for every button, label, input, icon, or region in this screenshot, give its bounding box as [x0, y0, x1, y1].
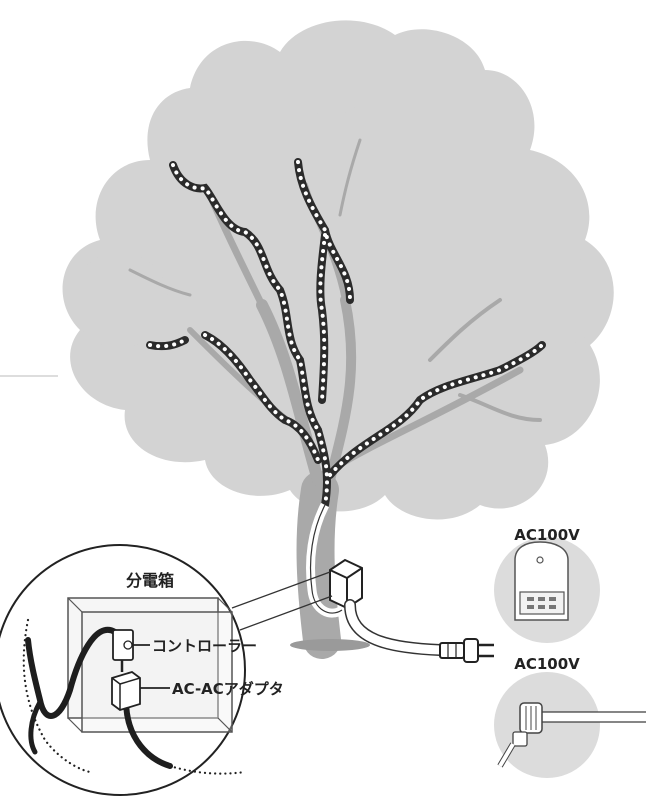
label-adapter: AC-ACアダプタ [172, 680, 284, 698]
led-dots [148, 160, 544, 507]
plug-outlet-circle [494, 672, 600, 778]
ground-shadow [290, 639, 370, 651]
plug-outlet-icon [497, 702, 646, 768]
trunk-cable-outline [309, 504, 343, 614]
junction-box [329, 558, 363, 610]
adapter-device [111, 671, 170, 711]
power-cable-inner [345, 600, 445, 655]
distribution-box [67, 597, 233, 733]
callout-lines [231, 571, 333, 631]
label-distribution-box: 分電箱 [126, 571, 174, 590]
controller-device [112, 629, 150, 672]
label-outlet-plug: AC100V [514, 655, 580, 673]
zoom-cables [25, 626, 173, 769]
power-plug [439, 638, 494, 663]
label-outlet-wall: AC100V [514, 526, 580, 544]
wall-outlet-icon [514, 541, 569, 621]
zoom-led-dots [22, 618, 247, 775]
label-controller: コントローラー [152, 637, 257, 655]
